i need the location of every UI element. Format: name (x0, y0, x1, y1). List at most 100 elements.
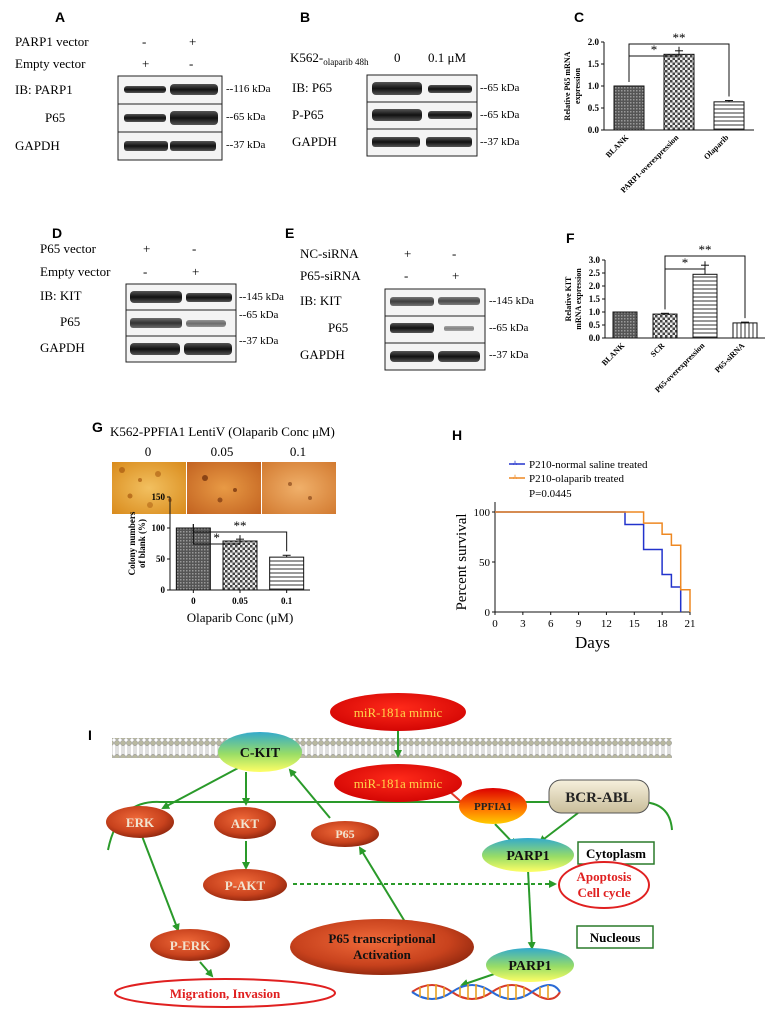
bar (269, 556, 305, 591)
x-tick-label: 21 (685, 618, 696, 630)
kda-label: --65 kDa (489, 322, 529, 334)
node-parp1-cytoplasm: PARP1 (482, 838, 574, 872)
blot-band (124, 114, 166, 122)
node-p65: P65 (311, 821, 379, 847)
x-axis-label: Olaparib Conc (μM) (187, 610, 294, 625)
x-axis-label: Days (575, 633, 610, 652)
sign: - (404, 268, 408, 283)
row-sub: olaparib 48h (323, 57, 369, 67)
blot-label: GAPDH (15, 138, 60, 153)
node-ckit: C-KIT (218, 732, 302, 772)
blot-band (186, 293, 232, 302)
bar (652, 313, 678, 339)
row-label: Empty vector (15, 56, 86, 71)
arrow-perk-migration (199, 961, 214, 978)
node-parp1-nucleus: PARP1 (486, 948, 574, 982)
kda-label: --65 kDa (239, 309, 279, 321)
panel-letter-e: E (285, 225, 294, 241)
cell-membrane (112, 738, 672, 758)
legend-label: P210-olaparib treated (529, 473, 624, 485)
apoptosis-label: Apoptosis (577, 869, 632, 884)
panel-g-title: K562-PPFIA1 LentiV (Olaparib Conc μM) (110, 424, 335, 439)
y-tick-label: 0.0 (588, 125, 600, 135)
significance-bracket (628, 43, 730, 97)
row-label: Empty vector (40, 264, 111, 279)
arrow-erk-perk (141, 835, 180, 932)
x-tick-label: 12 (601, 618, 612, 630)
sign: + (189, 34, 196, 49)
significance-bracket (192, 524, 288, 552)
sign: + (143, 241, 150, 256)
colony-photo (262, 462, 336, 514)
significance-mark: ** (234, 518, 247, 533)
panel-letter-g: G (92, 419, 103, 435)
colony-photo (187, 462, 261, 514)
legend-label: P210-normal saline treated (529, 459, 648, 471)
bar (612, 311, 638, 339)
y-axis-label: Percent survival (454, 513, 470, 610)
node-pakt: P-AKT (203, 869, 287, 901)
blot-band (438, 351, 480, 362)
parp1-cyto-label: PARP1 (506, 849, 549, 864)
panel-letter-d: D (52, 225, 62, 241)
conc-label: 0 (394, 50, 401, 65)
blot-band (426, 137, 472, 147)
sign: - (143, 264, 147, 279)
row-label: P65-siRNA (300, 268, 361, 283)
blot-label: P65 (45, 110, 65, 125)
perk-label: P-ERK (170, 938, 211, 953)
migration-label: Migration, Invasion (170, 986, 281, 1001)
x-tick-label: 0 (191, 596, 196, 606)
blot-label: GAPDH (300, 347, 345, 362)
significance-mark: * (213, 530, 220, 545)
y-tick-label: 50 (156, 554, 166, 564)
bar (663, 53, 695, 131)
cytoplasm-label: Cytoplasm (586, 846, 646, 861)
y-tick-label: 0.5 (588, 103, 600, 113)
bcr-abl-label: BCR-ABL (565, 790, 633, 806)
pakt-label: P-AKT (225, 878, 266, 893)
arrow-bcr-parp (538, 812, 579, 844)
blot-band (130, 291, 182, 303)
y-tick-label: 2.0 (588, 37, 600, 47)
blot-band (170, 84, 218, 95)
bar (222, 540, 258, 591)
kda-label: --65 kDa (480, 109, 520, 121)
y-tick-label: 1.0 (588, 81, 600, 91)
colony-photo (112, 462, 186, 514)
row-label: NC-siRNA (300, 246, 359, 261)
sign: - (452, 246, 456, 261)
kda-label: --37 kDa (489, 349, 529, 361)
significance-bracket (192, 524, 241, 545)
photo-label: 0.05 (211, 444, 234, 459)
blot-label: GAPDH (40, 340, 85, 355)
kda-label: --116 kDa (226, 83, 271, 95)
sign: - (192, 241, 196, 256)
cytoplasm-box: Cytoplasm (577, 841, 655, 865)
x-tick-label: 0.1 (281, 596, 293, 606)
arrow-ckit-erk (161, 766, 241, 809)
blot-band (372, 109, 422, 121)
y-tick-label: 50 (479, 557, 491, 569)
panel-letter-c: C (574, 9, 584, 25)
p65act-line1: P65 transcriptional (328, 931, 436, 946)
y-tick-label: 3.0 (589, 255, 601, 265)
significance-mark: ** (699, 242, 712, 257)
x-tick-label: SCR (649, 341, 667, 359)
bar (692, 273, 718, 339)
sign: + (142, 56, 149, 71)
kda-label: --37 kDa (239, 335, 279, 347)
bar (713, 101, 745, 131)
sign: + (452, 268, 459, 283)
node-mir-top: miR-181a mimic (330, 693, 466, 731)
y-axis-label: mRNA expression (574, 268, 583, 330)
kda-label: --145 kDa (489, 295, 534, 307)
sign: + (404, 246, 411, 261)
blot-band (428, 111, 472, 119)
mir-top-label: miR-181a mimic (354, 705, 443, 720)
node-ppfia1: PPFIA1 (459, 788, 527, 824)
